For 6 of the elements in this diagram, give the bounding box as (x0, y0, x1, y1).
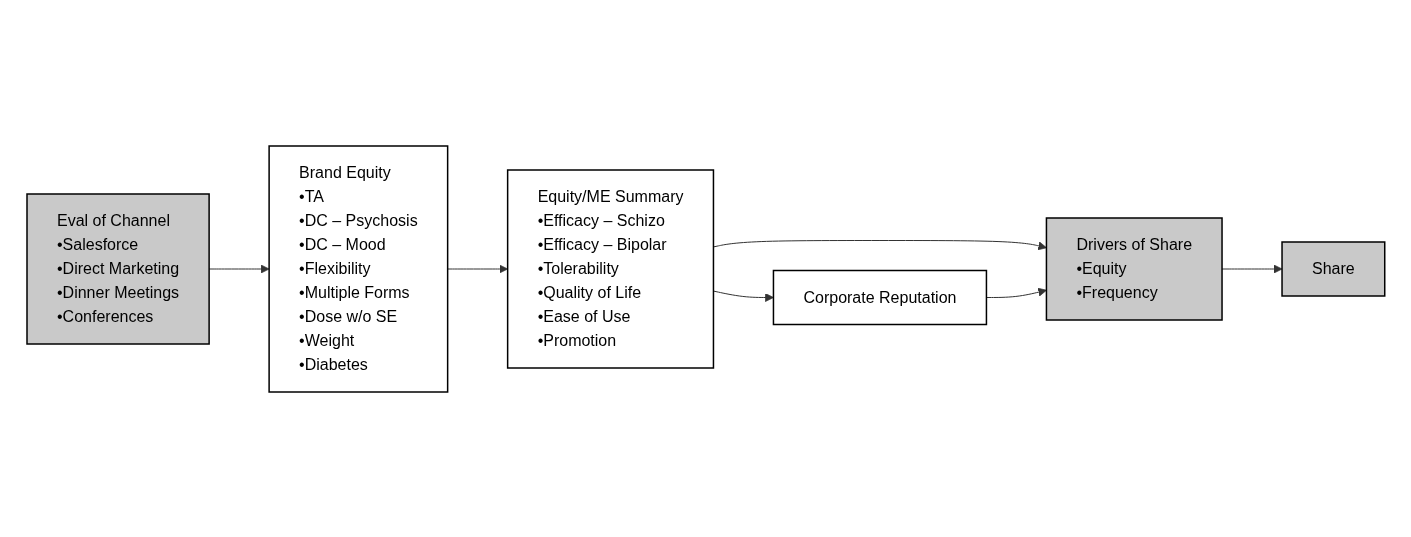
node-box: Corporate Reputation (772, 269, 987, 325)
node-box: Equity/ME Summary •Efficacy – Schizo •Efficacy – Bipolar •Tolerability •Quality of Life •Ease of Use •Promotion (506, 168, 714, 369)
node-box: Brand Equity •TA •DC – Psychosis •DC – Mood •Flexibility •Multiple Forms •Dose w/o SE •Weight •Diabetes (268, 144, 448, 393)
node-box: Share (1280, 240, 1386, 297)
node-box: Drivers of Share •Equity •Frequency (1045, 216, 1223, 321)
node-box: Eval of Channel •Salesforce •Direct Marketing •Dinner Meetings •Conferences (25, 192, 210, 345)
